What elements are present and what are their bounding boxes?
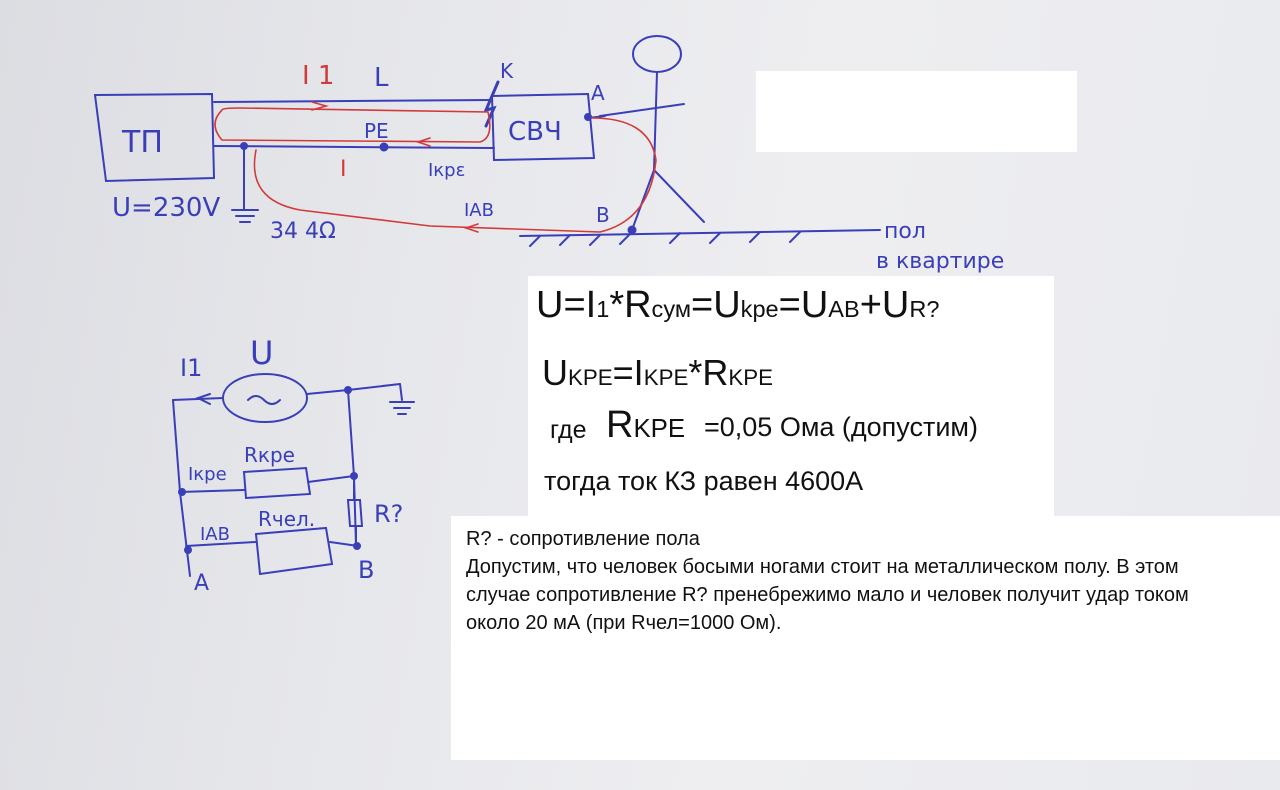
node-b-bottom (353, 542, 361, 550)
floor-label-1: пол (884, 219, 926, 244)
note-line-2: Допустим, что человек босыми ногами стои… (466, 556, 1179, 578)
f2-star: *R (688, 352, 729, 393)
f2-u: U (542, 352, 568, 393)
bottom-iab-label: IAB (200, 524, 230, 545)
line-label-l: L (374, 63, 389, 93)
f1-u: U (536, 284, 564, 326)
node-top-right (344, 386, 352, 394)
f1-star: *R (609, 284, 652, 326)
f2-sub3: KPE (728, 365, 774, 390)
floor-line (519, 229, 881, 237)
person-body (599, 71, 705, 231)
f1-eq1: =I (563, 284, 597, 326)
node-b (627, 225, 637, 235)
node-mid-right (350, 472, 358, 480)
load-label: СВЧ (508, 117, 562, 147)
formula-rkpe: RKPE (606, 404, 685, 447)
bottom-i1-label: I1 (180, 354, 202, 382)
transformer-box (93, 92, 216, 183)
bottom-labels: I1 U Iкре Rкре IAB Rчел. R? A B (180, 334, 403, 596)
fault-bolt (483, 80, 500, 128)
arrow-i1 (311, 101, 329, 111)
current-label-iab: IAB (464, 200, 494, 221)
note-text: R? - сопротивление пола Допустим, что че… (466, 525, 1256, 637)
top-wire (172, 383, 401, 401)
current-path-iab (253, 117, 657, 233)
f2-sub2: KPE (643, 365, 689, 390)
f1-sub-kpe: kpe (740, 296, 779, 322)
formula-where: где (550, 416, 587, 444)
rkpe-wires (179, 475, 355, 493)
top-labels: ТП U=230V 34 4Ω I 1 L K PE СВЧ A B Iкрε … (112, 59, 1004, 274)
f1-sub-ab: AB (828, 296, 860, 322)
bottom-circuit-sketch (172, 373, 415, 577)
redaction-box (756, 71, 1077, 152)
floor-label-2: в квартире (876, 249, 1004, 274)
fault-label-k: K (500, 59, 514, 83)
note-line-1: R? - сопротивление пола (466, 528, 700, 550)
rzel-resistor (254, 526, 334, 576)
note-box: R? - сопротивление пола Допустим, что че… (451, 516, 1280, 760)
source-circle (222, 373, 308, 423)
f1-eq3: =U (778, 284, 829, 326)
formula-line-1: U=I1*Rсум=Ukpe=UAB+UR? (536, 284, 939, 327)
note-line-4: около 20 мА (при Rчел=1000 Ом). (466, 612, 782, 634)
point-b-label: B (596, 203, 610, 227)
bottom-a-label: A (194, 571, 209, 596)
f3-r: R (606, 404, 634, 446)
pe-wire (213, 145, 495, 149)
ground-symbol (389, 383, 415, 415)
small-i-label: I (340, 157, 347, 182)
f1-eq2: =U (691, 284, 741, 326)
top-current-paths (214, 101, 657, 233)
bottom-rkpe-label: Rкре (244, 443, 295, 467)
bottom-b-label: B (358, 556, 374, 584)
person-head (632, 35, 682, 73)
arrow-i1-bottom (195, 393, 211, 405)
f1-plus: +U (859, 284, 910, 326)
current-label-i1: I 1 (302, 61, 334, 91)
node-left-mid (178, 488, 186, 496)
top-circuit-sketch (93, 35, 881, 247)
f2-eq: =I (612, 352, 644, 393)
bottom-ikpe-label: Iкре (188, 464, 227, 485)
f1-sub-r: R? (909, 296, 940, 322)
line-l-wire (213, 99, 493, 103)
f2-sub1: KPE (568, 365, 613, 390)
source-tilde (247, 395, 281, 405)
f1-sub-sum: сум (651, 296, 692, 322)
pe-label: PE (364, 119, 389, 143)
current-loop-i1 (214, 107, 491, 143)
bottom-u-label: U (250, 334, 273, 372)
voltage-label: U=230V (112, 193, 220, 223)
node-tp (240, 142, 248, 150)
bottom-rzel-label: Rчел. (258, 507, 315, 531)
bottom-r-label: R? (374, 500, 403, 528)
floor-hatching (529, 231, 801, 247)
node-a-bottom (184, 546, 192, 554)
f3-sub-kpe: KPE (633, 415, 686, 443)
tp-label: ТП (121, 125, 163, 160)
point-a-label: A (591, 81, 605, 105)
note-line-3: случае сопротивление R? пренебрежимо мал… (466, 584, 1189, 606)
formula-line-4: тогда ток КЗ равен 4600А (544, 466, 864, 496)
arrow-ikpe (415, 137, 431, 147)
node-a (584, 113, 592, 121)
node-pe (379, 142, 389, 152)
formula-box: U=I1*Rсум=Ukpe=UAB+UR? UKPE=IKPE*RKPE гд… (528, 276, 1054, 522)
load-box (490, 92, 596, 162)
ground-resistance-label: 34 4Ω (270, 219, 336, 244)
arrow-iab (463, 223, 479, 233)
ground-wire (231, 145, 259, 223)
formula-line-2: UKPE=IKPE*RKPE (542, 352, 773, 394)
current-label-ikpe: Iкрε (428, 160, 465, 181)
rkpe-resistor (242, 466, 312, 500)
f1-sub1: 1 (596, 296, 610, 322)
formula-rkpe-value: =0,05 Ома (допустим) (704, 412, 978, 442)
